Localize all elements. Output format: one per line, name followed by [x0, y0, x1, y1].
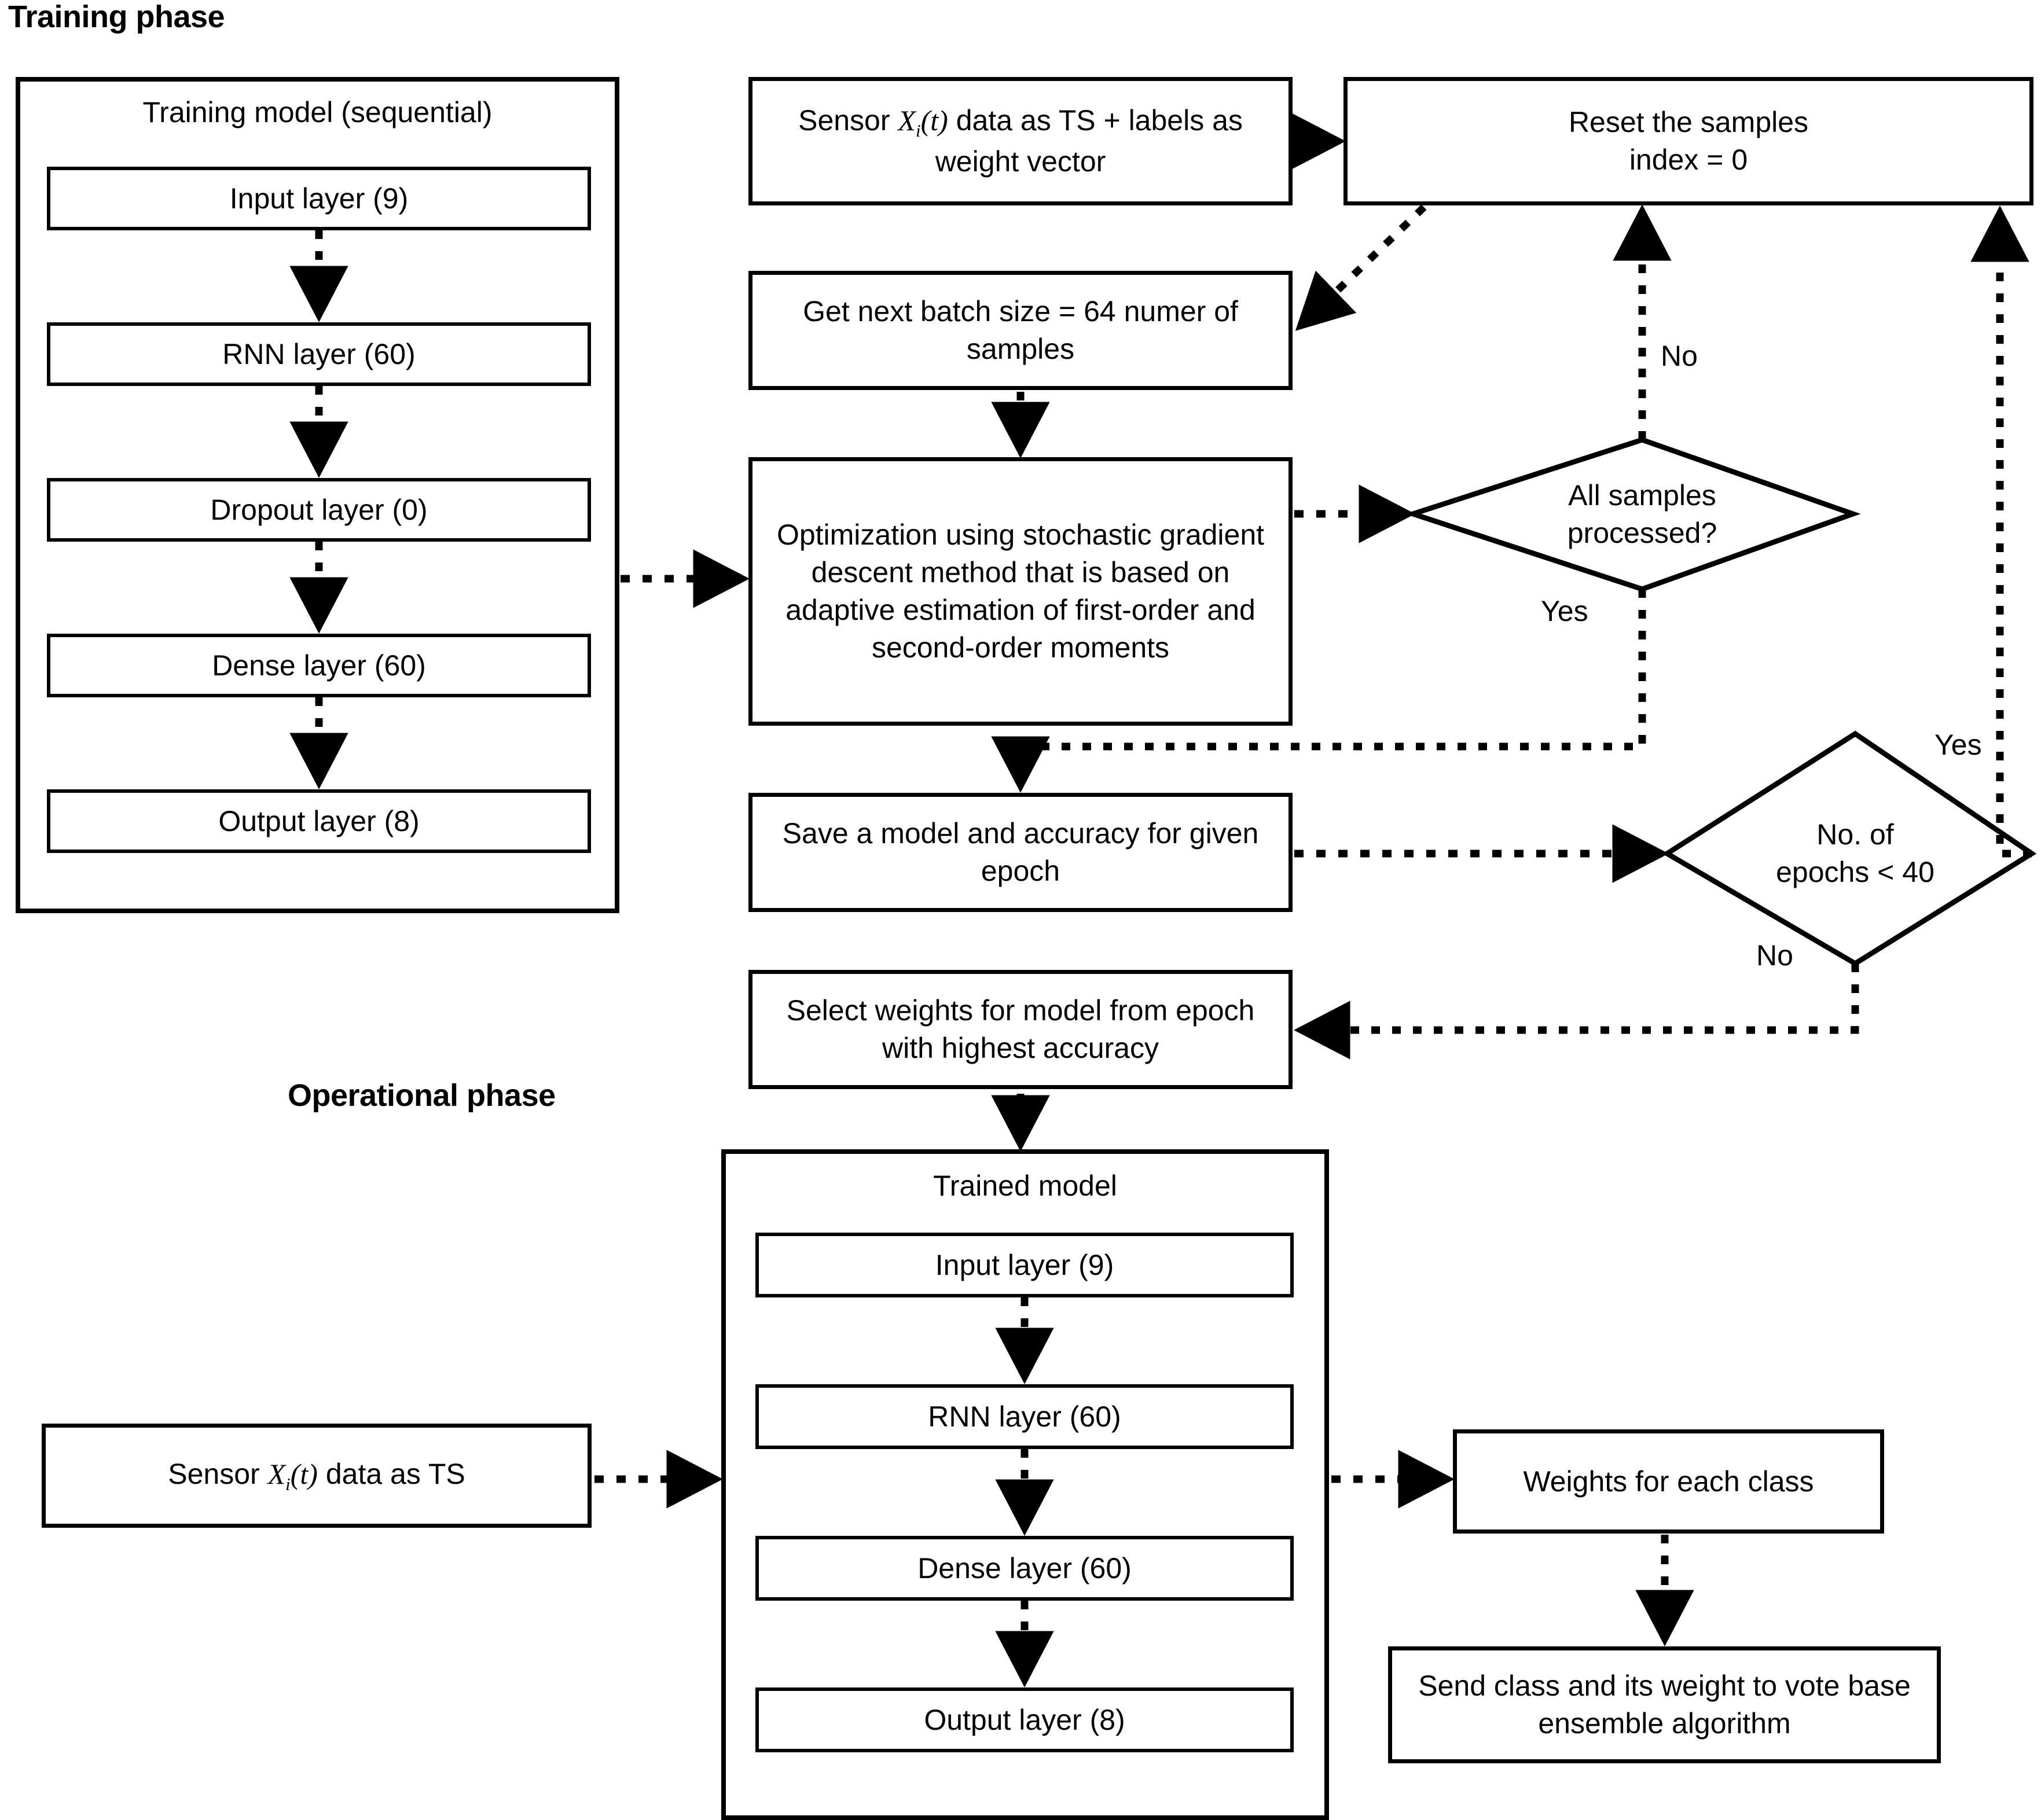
reset-samples-box: Reset the samples index = 0 [1343, 77, 2033, 205]
edge-epochs-yes-to-reset [1970, 205, 2032, 858]
training-layer-input: Input layer (9) [47, 167, 591, 230]
weights-each-class-box: Weights for each class [1453, 1429, 1884, 1534]
edge-label-yes-epochs: Yes [1934, 729, 1982, 761]
trained-layer-output: Output layer (8) [755, 1687, 1294, 1752]
operational-phase-label: Operational phase [288, 1078, 556, 1113]
sensor-operational-data-text: Sensor Xi(t) data as TS [168, 1457, 465, 1494]
trained-model-title: Trained model [933, 1170, 1117, 1202]
decision-epochs-line1: No. of [1816, 818, 1894, 851]
edge-reset-to-get-batch [1295, 204, 1427, 331]
trained-layer-dense: Dense layer (60) [755, 1536, 1294, 1601]
sensor-variable-x: X [898, 104, 916, 137]
edge-epochs-no-to-select-weights [1294, 964, 1859, 1060]
sensor-variable-i: i [915, 120, 921, 141]
sensor-op-variable-t: (t) [290, 1457, 318, 1490]
decision-all-samples-label: All samples processed? [1505, 478, 1779, 551]
edge-label-no-epochs: No [1756, 939, 1793, 972]
decision-epochs-line2: epochs < 40 [1776, 856, 1934, 888]
training-layer-output: Output layer (8) [47, 789, 591, 853]
sensor-op-variable-i: i [285, 1473, 291, 1494]
trained-layer-input: Input layer (9) [755, 1233, 1294, 1297]
training-layer-rnn: RNN layer (60) [47, 322, 591, 386]
edge-label-yes-all-samples: Yes [1541, 595, 1588, 627]
sensor-variable-t: (t) [920, 104, 948, 137]
sensor-operational-data-box: Sensor Xi(t) data as TS [42, 1424, 592, 1528]
sensor-op-variable-x: X [267, 1457, 286, 1490]
save-model-box: Save a model and accuracy for given epoc… [748, 793, 1293, 912]
optimization-box: Optimization using stochastic gradient d… [748, 457, 1293, 726]
decision-all-samples-processed [1404, 437, 1861, 592]
sensor-training-data-box: Sensor Xi(t) data as TS + labels as weig… [748, 77, 1293, 205]
edge-all-samples-yes-to-save-model [991, 589, 1646, 793]
edge-label-no-all-samples: No [1661, 340, 1698, 372]
training-layer-dropout: Dropout layer (0) [47, 478, 591, 542]
decision-all-samples-line1: All samples [1568, 479, 1716, 512]
sensor-training-data-text: Sensor Xi(t) data as TS + labels as weig… [798, 104, 1243, 178]
get-batch-box: Get next batch size = 64 numer of sample… [748, 271, 1293, 390]
training-phase-label: Training phase [8, 0, 225, 34]
select-weights-box: Select weights for model from epoch with… [748, 970, 1293, 1089]
training-layer-dense: Dense layer (60) [47, 634, 591, 697]
decision-epochs-label: No. of epochs < 40 [1718, 817, 1992, 890]
decision-all-samples-line2: processed? [1567, 517, 1717, 549]
training-model-title: Training model (sequential) [142, 96, 493, 128]
trained-layer-rnn: RNN layer (60) [755, 1384, 1294, 1449]
send-class-box: Send class and its weight to vote base e… [1388, 1646, 1941, 1763]
